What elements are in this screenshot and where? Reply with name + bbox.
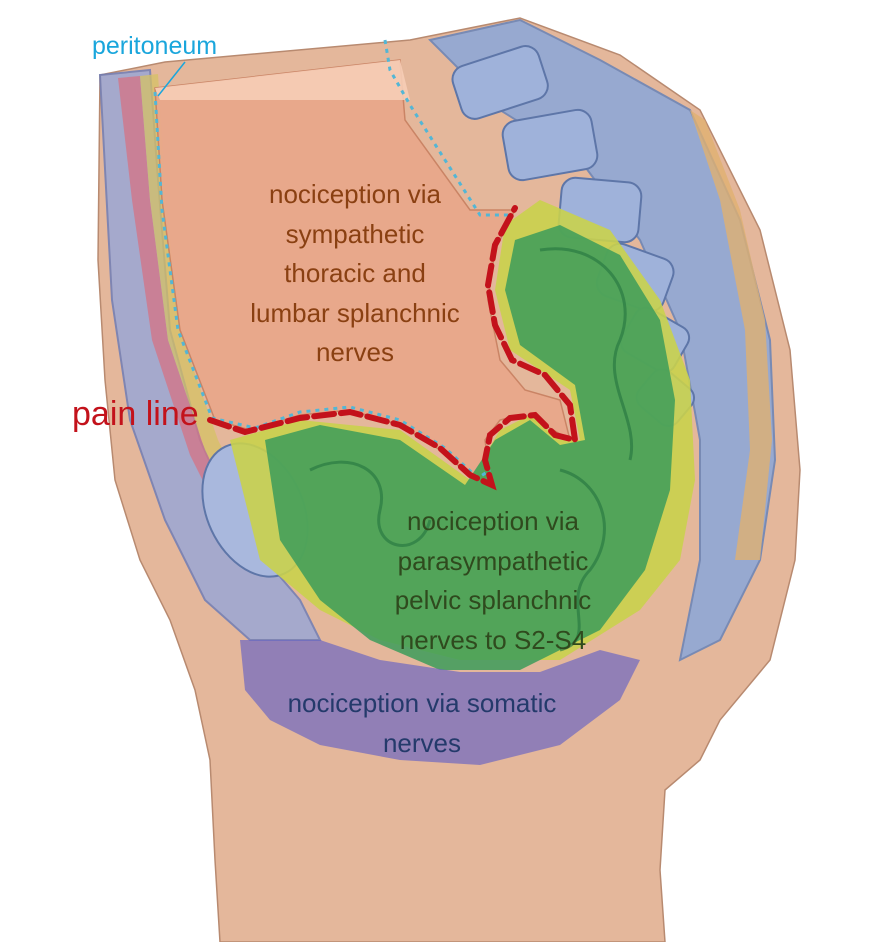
pain-line-label: pain line: [72, 395, 199, 433]
somatic-label-line: nerves: [382, 727, 462, 758]
fat-strip: [690, 110, 772, 560]
parasympathetic-label-line: pelvic splanchnic: [394, 585, 592, 616]
sympathetic-region-top: [155, 60, 410, 100]
parasympathetic-label-line: nociception via: [407, 506, 579, 536]
sympathetic-label-line: thoracic and: [284, 258, 426, 289]
sympathetic-label: nociception via sympathetic thoracic and…: [230, 175, 480, 373]
parasympathetic-label-line: nerves to S2-S4: [399, 624, 587, 655]
peritoneum-pointer: [157, 61, 186, 97]
parasympathetic-label: nociception via parasympathetic pelvic s…: [378, 502, 608, 660]
pain-line: [207, 205, 579, 491]
peritoneum-dotted-line: [153, 39, 512, 480]
sympathetic-label-line: nociception via: [269, 179, 441, 209]
peritoneum-label: peritoneum: [92, 32, 218, 60]
parasympathetic-region: [265, 225, 675, 670]
rectus-muscle: [118, 76, 250, 545]
somatic-label: nociception via somatic nerves: [262, 684, 582, 763]
fat-front: [140, 74, 262, 540]
parasympathetic-label-line: parasympathetic: [397, 545, 589, 576]
sympathetic-label-line: nerves: [315, 337, 395, 368]
bowel-loops: [309, 247, 634, 652]
somatic-region: [240, 640, 640, 765]
sympathetic-label-line: lumbar splanchnic: [250, 297, 460, 328]
somatic-label-line: nociception via somatic: [287, 688, 557, 718]
sympathetic-label-line: sympathetic: [285, 218, 425, 249]
